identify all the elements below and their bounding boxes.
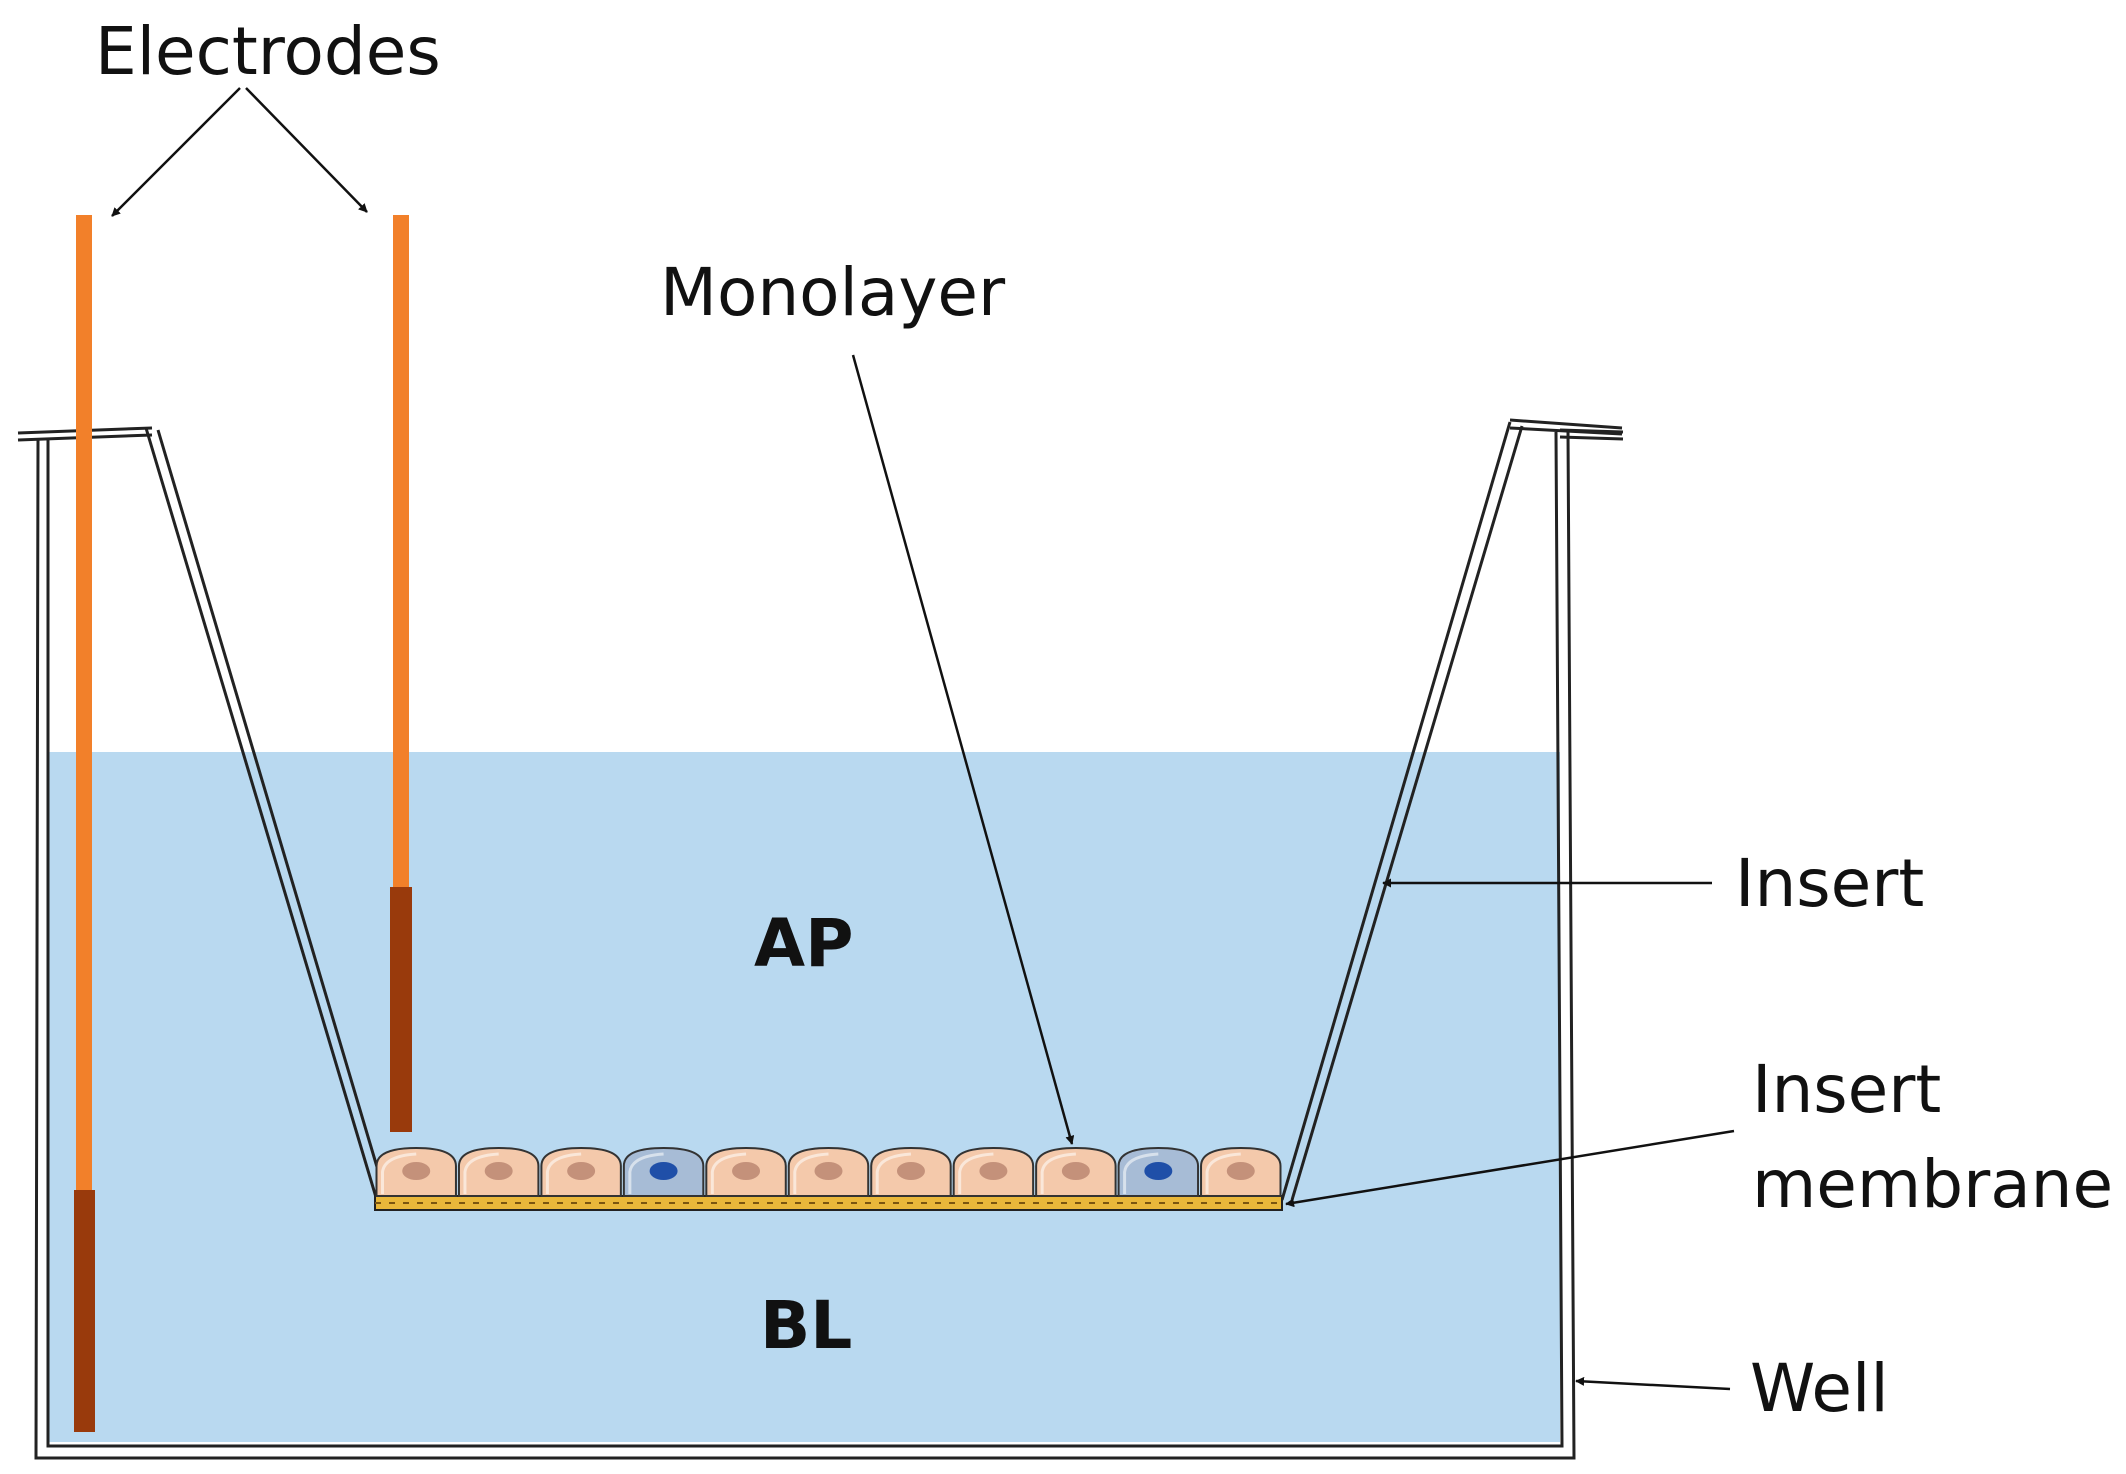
- cell-nucleus: [732, 1162, 761, 1180]
- epithelial-cell: [540, 1146, 622, 1197]
- monolayer-arrow: [851, 354, 1075, 1145]
- cell-nucleus: [1144, 1162, 1173, 1180]
- cell-highlight: [1123, 1152, 1159, 1194]
- electrodes-label: Electrodes: [95, 13, 441, 90]
- electrodes-arrow-left: [111, 87, 241, 217]
- epithelial-cell: [787, 1146, 870, 1197]
- cell-highlight: [463, 1152, 499, 1194]
- well-arrow: [1575, 1376, 1731, 1391]
- insert-label: Insert: [1735, 845, 1924, 922]
- basolateral-label: BL: [760, 1287, 852, 1364]
- cell-highlight: [710, 1152, 747, 1194]
- cell-nucleus: [979, 1162, 1008, 1180]
- apical-label: AP: [754, 905, 853, 982]
- cell-nucleus: [402, 1162, 431, 1180]
- insert-membrane: [374, 1195, 1283, 1211]
- insert-membrane-label-line1: Insert: [1752, 1051, 1941, 1128]
- culture-medium: [48, 752, 1560, 1442]
- cell-nucleus: [1061, 1162, 1090, 1180]
- epithelial-cell: [457, 1146, 540, 1197]
- cell-highlight: [1205, 1152, 1241, 1194]
- electrode-right: [390, 215, 412, 1132]
- cell-nucleus: [896, 1162, 925, 1180]
- cell-nucleus: [649, 1162, 678, 1180]
- electrodes-arrow-right: [245, 87, 368, 213]
- cell-highlight: [958, 1152, 994, 1194]
- cell-highlight: [381, 1152, 417, 1194]
- cell-nucleus: [814, 1162, 843, 1180]
- blue-cell: [1117, 1146, 1200, 1197]
- epithelial-cell: [705, 1146, 787, 1197]
- insert: [144, 418, 1623, 1205]
- epithelial-cell: [1200, 1146, 1282, 1197]
- cell-nucleus: [484, 1162, 513, 1180]
- cell-highlight: [628, 1152, 664, 1194]
- cell-highlight: [793, 1152, 829, 1194]
- monolayer-label: Monolayer: [660, 254, 1006, 331]
- cell-nucleus: [1226, 1162, 1255, 1180]
- cell-highlight: [1040, 1152, 1076, 1194]
- cell-highlight: [545, 1152, 582, 1194]
- insert-membrane-arrow: [1285, 1129, 1735, 1208]
- insert-membrane-label-line2: membrane: [1752, 1146, 2113, 1223]
- well-label: Well: [1750, 1350, 1889, 1427]
- cell-nucleus: [567, 1162, 596, 1180]
- epithelial-cell: [870, 1146, 952, 1197]
- cell-highlight: [875, 1152, 912, 1194]
- blue-cell: [622, 1146, 705, 1197]
- epithelial-cell: [375, 1146, 457, 1197]
- monolayer-cells: [375, 1146, 1282, 1197]
- epithelial-cell: [952, 1146, 1035, 1197]
- epithelial-cell: [1035, 1146, 1117, 1197]
- electrode-left: [74, 215, 95, 1432]
